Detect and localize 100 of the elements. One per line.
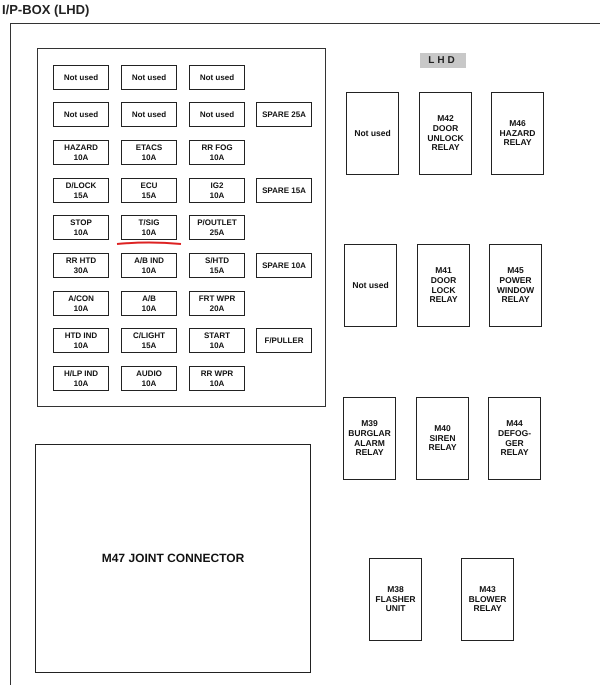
fuse-name: HTD IND <box>64 331 98 340</box>
fuse-slot <box>189 328 245 353</box>
relay-slot <box>344 244 397 327</box>
fuse-name: RR FOG <box>201 143 233 152</box>
fuse-rating: 20A <box>210 304 224 313</box>
relay-number: M44 <box>506 418 523 429</box>
relay-name: DOOR LOCK RELAY <box>429 276 458 306</box>
fuse-rating: 10A <box>142 228 156 237</box>
relay-slot <box>488 397 541 480</box>
relay-name: BURGLAR ALARM RELAY <box>348 428 391 458</box>
relay-slot <box>369 558 422 641</box>
fuse-rating: 10A <box>74 340 88 350</box>
fuse-rating: 10A <box>142 378 156 388</box>
relay-number: M42 <box>437 114 454 124</box>
fuse-slot <box>53 102 109 127</box>
fuse-slot <box>189 140 245 165</box>
fuse-slot <box>53 328 109 353</box>
fuse-name: P/OUTLET <box>197 218 237 228</box>
fuse-slot <box>53 253 109 278</box>
fuse-name: ECU <box>140 181 158 190</box>
fuse-slot <box>121 215 177 240</box>
fuse-name: FRT WPR <box>198 294 236 304</box>
fuse-slot <box>121 328 177 353</box>
fuse-name: Not used <box>64 110 98 120</box>
fuse-name: D/LOCK <box>66 181 96 190</box>
fuse-rating: 15A <box>74 190 88 200</box>
fuse-name: HAZARD <box>64 143 98 152</box>
fuse-slot <box>189 253 245 278</box>
relay-slot <box>416 397 469 480</box>
fuse-rating: 15A <box>142 190 156 200</box>
fuse-slot <box>121 102 177 127</box>
fuse-slot <box>121 291 177 316</box>
fuse-slot <box>121 366 177 391</box>
fuse-name: SPARE 25A <box>262 110 306 120</box>
relay-name: DEFOG- GER RELAY <box>498 428 532 458</box>
fuse-slot <box>53 366 109 391</box>
relay-slot <box>489 244 542 327</box>
fuse-slot <box>189 291 245 316</box>
fuse-name: Not used <box>200 110 234 120</box>
fuse-rating: 30A <box>74 266 88 275</box>
fuse-slot <box>189 102 245 127</box>
relay-name: SIREN RELAY <box>428 434 457 454</box>
fuse-name: F/PULLER <box>264 336 304 346</box>
fuse-slot <box>53 215 109 240</box>
relay-number: M46 <box>509 118 526 129</box>
region-tag: LHD <box>420 53 466 68</box>
fuse-slot <box>121 140 177 165</box>
fuse-slot <box>121 253 177 278</box>
fuse-name: Not used <box>132 72 166 82</box>
fuse-rating: 10A <box>74 228 88 237</box>
fuse-rating: 10A <box>210 152 224 162</box>
joint-connector-block <box>35 444 311 673</box>
fuse-rating: 10A <box>142 304 156 313</box>
fuse-name: Not used <box>200 72 234 82</box>
fuse-rating: 15A <box>142 340 156 350</box>
fuse-name: STOP <box>70 218 92 228</box>
fuse-name: A/B <box>142 294 156 304</box>
fuse-rating: 10A <box>210 378 224 388</box>
relay-number: M40 <box>434 424 451 434</box>
relay-name: FLASHER UNIT <box>375 594 416 614</box>
connector-name: M47 JOINT CONNECTOR <box>102 552 244 566</box>
fuse-rating: 10A <box>74 304 88 313</box>
fuse-name: RR HTD <box>66 256 96 266</box>
fuse-name: Not used <box>64 72 98 82</box>
fuse-rating: 25A <box>210 228 224 237</box>
relay-slot <box>491 92 544 175</box>
fuse-rating: 10A <box>142 152 156 162</box>
fuse-rating: 10A <box>210 190 224 200</box>
fuse-name: H/LP IND <box>64 369 98 378</box>
fuse-slot <box>256 328 312 353</box>
fuse-rating: 10A <box>74 378 88 388</box>
fuse-name: S/HTD <box>205 256 229 266</box>
relay-slot <box>417 244 470 327</box>
fuse-slot <box>256 102 312 127</box>
fuse-slot <box>256 253 312 278</box>
fuse-name: SPARE 15A <box>262 186 306 196</box>
fuse-name: SPARE 10A <box>262 260 306 270</box>
fuse-rating: 10A <box>142 266 156 275</box>
fuse-slot <box>121 178 177 203</box>
fuse-name: RR WPR <box>200 369 234 378</box>
fuse-name: IG2 <box>210 181 224 190</box>
fuse-slot <box>189 215 245 240</box>
relay-name: Not used <box>352 280 389 290</box>
fuse-rating: 10A <box>74 152 88 162</box>
relay-number: M45 <box>507 266 524 276</box>
relay-slot <box>419 92 472 175</box>
fuse-slot <box>121 65 177 90</box>
fuse-name: T/SIG <box>138 218 160 228</box>
relay-slot <box>343 397 396 480</box>
fuse-name: A/B IND <box>134 256 164 266</box>
diagram-title: I/P-BOX (LHD) <box>2 2 90 17</box>
fuse-slot <box>256 178 312 203</box>
fuse-slot <box>53 140 109 165</box>
fuse-rating: 10A <box>210 340 224 350</box>
relay-name: BLOWER RELAY <box>468 594 506 614</box>
fuse-name: A/CON <box>68 294 94 304</box>
relay-name: HAZARD RELAY <box>500 128 536 148</box>
fuse-slot <box>189 65 245 90</box>
relay-name: DOOR UNLOCK RELAY <box>427 124 464 154</box>
fuse-slot <box>53 65 109 90</box>
